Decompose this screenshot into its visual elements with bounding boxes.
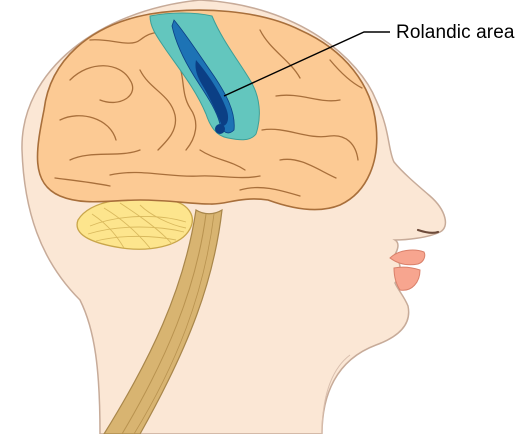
rolandic-end-dot	[215, 124, 225, 134]
rolandic-area-label: Rolandic area	[396, 22, 515, 44]
lower-lip	[394, 267, 420, 290]
cerebellum	[77, 198, 192, 249]
